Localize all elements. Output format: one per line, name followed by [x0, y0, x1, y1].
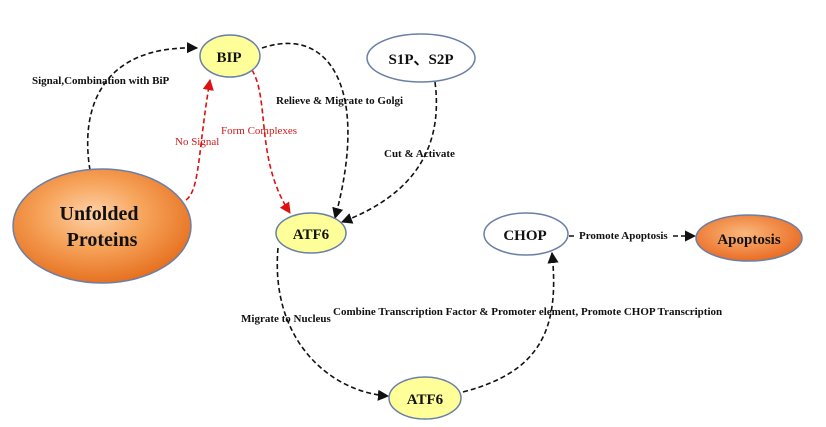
- label-cut-activate: Cut & Activate: [384, 148, 455, 160]
- edge-cut-activate: [340, 81, 438, 224]
- edge-relieve-migrate: [261, 42, 349, 220]
- apoptosis-label: Apoptosis: [717, 232, 781, 248]
- node-unfolded-proteins: Unfolded Proteins: [12, 168, 192, 284]
- label-relieve-migrate: Relieve & Migrate to Golgi: [276, 95, 403, 107]
- atf6-bottom-label: ATF6: [407, 392, 444, 408]
- unfolded-label-line1: Unfolded: [60, 203, 139, 225]
- s1p-s2p-label: S1P、S2P: [388, 52, 453, 68]
- atf6-top-label: ATF6: [293, 227, 330, 243]
- edge-form-complexes: [251, 69, 291, 214]
- bip-label: BIP: [216, 50, 241, 66]
- label-migrate-nucleus: Migrate to Nucleus: [241, 313, 332, 325]
- edge-signal-combination: [86, 42, 199, 171]
- chop-label: CHOP: [503, 228, 546, 244]
- edge-no-signal: [185, 78, 214, 201]
- node-bip: BIP: [199, 34, 261, 78]
- label-combine-transcription: Combine Transcription Factor & Promoter …: [333, 306, 722, 318]
- node-atf6-bottom: ATF6: [388, 376, 462, 420]
- label-promote-apoptosis: Promote Apoptosis: [579, 230, 668, 242]
- edge-migrate-nucleus: [276, 247, 390, 401]
- label-form-complexes: Form Complexes: [221, 125, 297, 137]
- label-signal-combination: Signal,Combination with BiP: [32, 75, 170, 87]
- label-no-signal: No Signal: [175, 136, 219, 148]
- node-s1p-s2p: S1P、S2P: [366, 33, 476, 83]
- edge-combine-transcription: [462, 251, 559, 393]
- unfolded-label-line2: Proteins: [67, 229, 138, 251]
- node-atf6-top: ATF6: [275, 212, 347, 254]
- node-apoptosis: Apoptosis: [695, 214, 803, 262]
- node-chop: CHOP: [483, 212, 569, 256]
